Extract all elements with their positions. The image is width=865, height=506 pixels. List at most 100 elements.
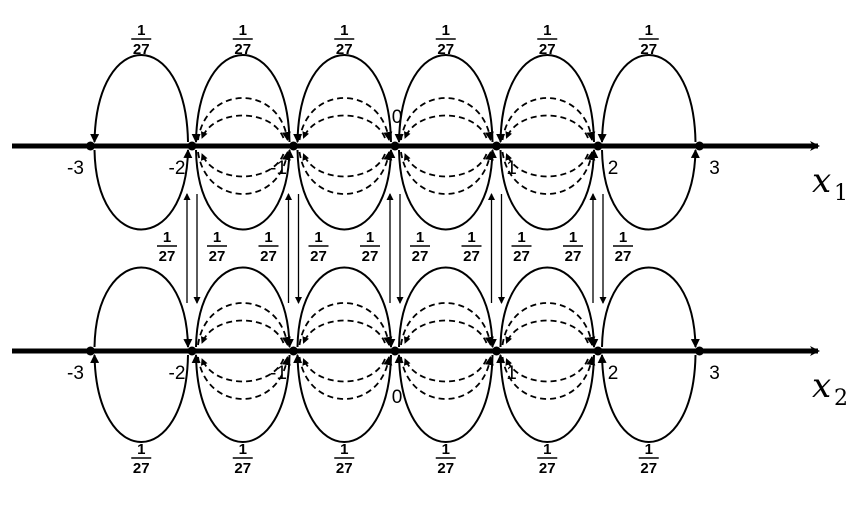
- dashed-transition-arc: [197, 97, 291, 141]
- transition-probability: 127: [537, 22, 558, 58]
- lattice-point: [187, 141, 197, 151]
- dashed-transition-arc: [197, 302, 291, 346]
- fraction-denominator: 27: [412, 248, 429, 265]
- inner-transition-arc: [398, 266, 497, 348]
- tick-label: -1: [270, 363, 287, 384]
- fraction-denominator: 27: [640, 41, 657, 58]
- tick-label: 3: [709, 158, 720, 179]
- inner-transition-arc: [93, 266, 193, 348]
- dashed-transition-arc: [400, 356, 494, 400]
- fraction-denominator: 27: [539, 41, 556, 58]
- dashed-transition-arc: [501, 97, 596, 141]
- tick-label: -2: [169, 363, 186, 384]
- fraction-numerator: 1: [645, 22, 653, 39]
- dashed-transition-arc: [400, 97, 494, 141]
- inner-transition-arc: [601, 266, 700, 348]
- outer-transition-arc: [394, 354, 494, 443]
- fraction-numerator: 1: [340, 22, 348, 39]
- inner-transition-arc: [195, 266, 294, 348]
- dashed-transition-arc: [302, 358, 386, 383]
- transition-probability: 127: [334, 22, 355, 58]
- outer-transition-arc: [191, 54, 291, 143]
- fraction-numerator: 1: [137, 22, 145, 39]
- axis-subscript: 1: [834, 181, 848, 206]
- lattice-point: [492, 141, 501, 151]
- inner-transition-arc: [296, 149, 396, 231]
- inner-transition-arc: [499, 266, 599, 348]
- outer-transition-arc: [90, 354, 189, 443]
- dashed-transition-arc: [400, 302, 494, 346]
- inner-transition-arc: [93, 149, 193, 231]
- dashed-transition-arc: [403, 319, 488, 344]
- fraction-denominator: 27: [310, 248, 327, 265]
- inner-transition-arc: [398, 149, 497, 231]
- inter-axis-links: [183, 193, 607, 304]
- axes: [12, 141, 820, 356]
- transition-probability: 127: [131, 441, 152, 477]
- fraction-numerator: 1: [213, 229, 221, 246]
- transition-probability: 127: [638, 22, 659, 58]
- lattice-point: [695, 346, 704, 356]
- link-probability: 127: [563, 229, 583, 265]
- fraction-denominator: 27: [336, 41, 353, 58]
- dashed-transition-arc: [403, 153, 488, 178]
- inner-transition-arc: [195, 149, 294, 231]
- lattice-point: [695, 141, 704, 151]
- fraction-denominator: 27: [260, 248, 277, 265]
- fraction-numerator: 1: [239, 22, 247, 39]
- dashed-transition-arc: [200, 319, 285, 344]
- outer-transition-arc: [597, 54, 697, 143]
- inner-transition-arc: [601, 149, 700, 231]
- dashed-transition-arc: [501, 151, 596, 195]
- transition-probability: 127: [435, 22, 456, 58]
- dashed-transition-arc: [298, 97, 393, 141]
- fraction-numerator: 1: [645, 441, 653, 458]
- outer-transition-arc: [496, 54, 595, 143]
- link-probability: 127: [410, 229, 430, 265]
- fraction-numerator: 1: [619, 229, 627, 246]
- tick-label: 1: [506, 363, 517, 384]
- fraction-denominator: 27: [463, 248, 480, 265]
- tick-label: 1: [506, 158, 517, 179]
- outer-transition-arc: [90, 54, 189, 143]
- lattice-point: [390, 141, 400, 151]
- dashed-transition-arc: [200, 358, 285, 383]
- link-probability: 127: [308, 229, 329, 265]
- outer-transition-arc: [394, 54, 494, 143]
- fraction-numerator: 1: [163, 229, 171, 246]
- link-probability: 127: [511, 229, 532, 265]
- fraction-numerator: 1: [442, 441, 450, 458]
- outer-transition-arc: [293, 54, 392, 143]
- transition-probability: 127: [537, 441, 558, 477]
- link-probability: 127: [258, 229, 279, 265]
- fraction-numerator: 1: [340, 441, 348, 458]
- lattice-point: [593, 346, 603, 356]
- fraction-denominator: 27: [437, 460, 454, 477]
- fraction-denominator: 27: [133, 41, 150, 58]
- dashed-transition-arc: [200, 114, 285, 139]
- fraction-numerator: 1: [543, 441, 551, 458]
- fraction-denominator: 27: [362, 248, 379, 265]
- dashed-transition-arc: [501, 356, 596, 400]
- outer-transition-arc: [191, 354, 291, 443]
- fraction-denominator: 27: [159, 248, 176, 265]
- dashed-transition-arc: [501, 302, 596, 346]
- tick-label: -3: [67, 363, 84, 384]
- fraction-numerator: 1: [543, 22, 551, 39]
- tick-label: 3: [709, 363, 720, 384]
- dashed-transition-arc: [298, 151, 393, 195]
- dashed-transition-arc: [505, 358, 589, 383]
- tick-label: -1: [270, 158, 287, 179]
- lattice-point: [187, 346, 197, 356]
- link-probability: 127: [207, 229, 227, 265]
- fraction-numerator: 1: [137, 441, 145, 458]
- fraction-denominator: 27: [640, 460, 657, 477]
- lattice-point: [492, 346, 501, 356]
- transition-probability: 127: [435, 441, 456, 477]
- dashed-transition-arc: [400, 151, 494, 195]
- fraction-numerator: 1: [416, 229, 424, 246]
- dashed-transition-arc: [302, 153, 386, 178]
- inner-transition-arc: [296, 266, 396, 348]
